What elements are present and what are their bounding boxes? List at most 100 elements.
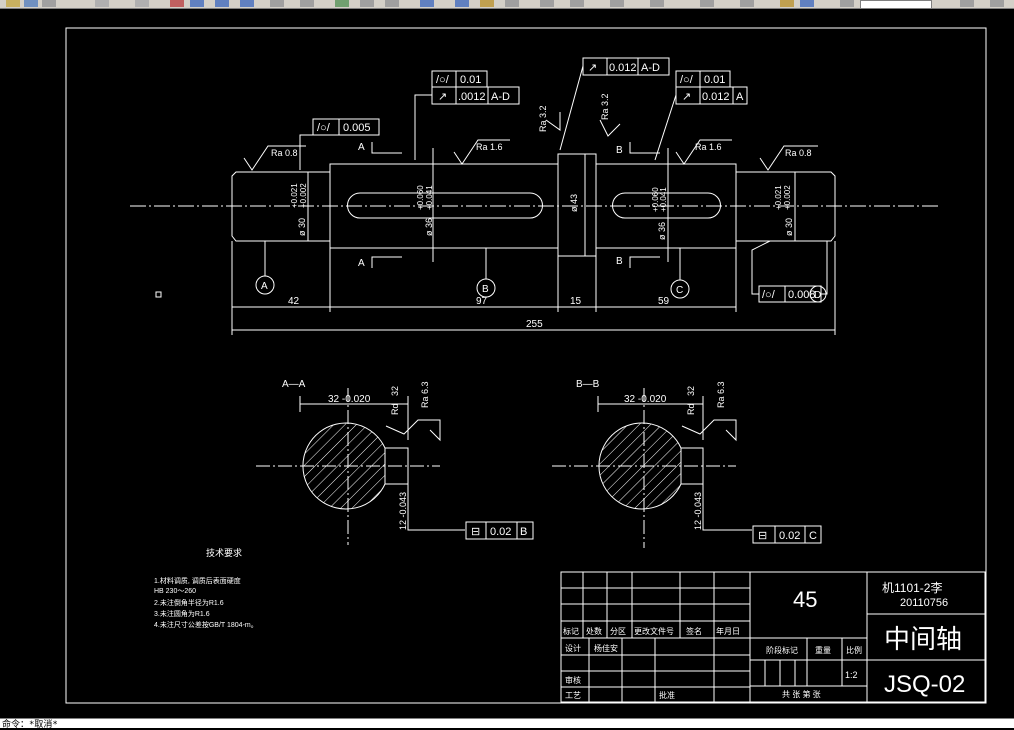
svg-text:1.材料调质, 调质后表面硬度: 1.材料调质, 调质后表面硬度	[154, 576, 241, 585]
shaft-outline	[231, 153, 836, 257]
svg-text:签名: 签名	[686, 626, 702, 636]
tol-right-up: +0.021	[774, 185, 783, 210]
ra-right: Ra 0.8	[785, 148, 812, 158]
approve-label: 批准	[659, 690, 675, 700]
AA-ra63: Ra 6.3	[420, 381, 430, 408]
dim-255: 255	[526, 319, 543, 330]
gdt-texts: /○/ 0.005 /○/ 0.01 ↗ .0012 A-D ↗ 0.012 A…	[317, 62, 816, 301]
svg-text:4.未注尺寸公差按GB/T 1804-m。: 4.未注尺寸公差按GB/T 1804-m。	[154, 620, 258, 629]
AA-keydepth: 12 -0.043	[398, 492, 408, 530]
title-block	[560, 571, 986, 703]
section-AA: A—A 32 -0.020 Rd 32 Ra 6.3 12 -0.043 ⊟ 0…	[256, 379, 534, 545]
tool-button[interactable]	[800, 0, 814, 7]
tol-keyB-low: +0.041	[659, 187, 668, 212]
command-text: 命令：*取消*	[2, 720, 58, 730]
ucs-marker	[155, 291, 162, 298]
material: 45	[793, 587, 817, 612]
dia-left: ø 30	[297, 218, 307, 236]
gdt5-sym: /○/	[762, 289, 776, 301]
tool-button[interactable]	[24, 0, 38, 7]
svg-text:标记: 标记	[563, 626, 579, 636]
tool-button[interactable]	[360, 0, 374, 7]
tool-button[interactable]	[840, 0, 854, 7]
datum-B: B	[482, 284, 489, 295]
BB-keydepth: 12 -0.043	[693, 492, 703, 530]
ra-collar-right: Ra 3.2	[600, 93, 610, 120]
BB-ra63: Ra 6.3	[716, 381, 726, 408]
tool-button[interactable]	[700, 0, 714, 7]
tool-button[interactable]	[740, 0, 754, 7]
weight-label: 重量	[815, 645, 831, 655]
tool-button[interactable]	[480, 0, 494, 7]
tool-button[interactable]	[650, 0, 664, 7]
roughness-symbols	[243, 112, 818, 171]
tool-button[interactable]	[420, 0, 434, 7]
tool-button[interactable]	[215, 0, 229, 7]
section-AA-label: A—A	[282, 379, 306, 390]
tool-button[interactable]	[300, 0, 314, 7]
gdt2b-ref: A-D	[491, 91, 510, 103]
ra-keyA: Ra 1.6	[476, 142, 503, 152]
svg-text:2.未注倒角半径为R1.6: 2.未注倒角半径为R1.6	[154, 598, 224, 607]
tool-button[interactable]	[960, 0, 974, 7]
gdt3-val: 0.012	[609, 62, 637, 74]
tool-button[interactable]	[270, 0, 284, 7]
cut-B-top: B	[616, 145, 623, 156]
tool-button[interactable]	[240, 0, 254, 7]
tol-keyB-up: +0.060	[651, 187, 660, 212]
dia-collar: ø 43	[569, 194, 579, 212]
drawing-code: JSQ-02	[884, 671, 965, 698]
tool-button[interactable]	[135, 0, 149, 7]
datum-D: D	[814, 290, 821, 301]
tool-button[interactable]	[610, 0, 624, 7]
gdt5-val: 0.008	[788, 289, 816, 301]
datum-markers	[255, 241, 827, 303]
toolbar	[0, 0, 1014, 9]
gdt7-val: 0.02	[779, 530, 800, 542]
designer: 杨佳安	[594, 643, 618, 653]
design-label: 设计	[565, 643, 581, 653]
tool-button[interactable]	[505, 0, 519, 7]
gdt2a-val: 0.01	[460, 74, 481, 86]
tool-button[interactable]	[95, 0, 109, 7]
tool-button[interactable]	[335, 0, 349, 7]
tool-button[interactable]	[170, 0, 184, 7]
drawing-canvas[interactable]: 42 97 15 59 255 ø 30 +0.021 +0.002 ø 36 …	[0, 9, 1014, 718]
command-line[interactable]: 命令：*取消*	[0, 718, 1014, 730]
svg-text:分区: 分区	[610, 627, 626, 636]
scale-label: 比例	[846, 645, 862, 655]
tool-button[interactable]	[42, 0, 56, 7]
tool-button[interactable]	[190, 0, 204, 7]
student-number: 20110756	[900, 597, 948, 609]
dim-15: 15	[570, 296, 582, 307]
section-BB: B—B 32 -0.020 Rd 32 Ra 6.3 12 -0.043 ⊟ 0…	[552, 379, 822, 548]
notes-title: 技术要求	[206, 547, 242, 558]
tool-button[interactable]	[6, 0, 20, 7]
stage-label: 阶段标记	[766, 645, 798, 655]
dia-keyA: ø 36	[424, 218, 434, 236]
gdt6-val: 0.02	[490, 526, 511, 538]
datum-A: A	[261, 281, 268, 292]
sheets: 共 张 第 张	[782, 689, 821, 699]
svg-text:32: 32	[686, 386, 696, 396]
tool-button[interactable]	[455, 0, 469, 7]
cut-A-top: A	[358, 142, 365, 153]
dia-keyB: ø 36	[657, 222, 667, 240]
svg-text:⊟: ⊟	[471, 526, 480, 538]
tool-button[interactable]	[990, 0, 1004, 7]
gdt4b-ref: A	[736, 91, 744, 103]
tool-button[interactable]	[570, 0, 584, 7]
layer-dropdown[interactable]	[860, 0, 932, 8]
tool-button[interactable]	[780, 0, 794, 7]
gdt6-ref: B	[520, 526, 527, 538]
gdt4b-sym: ↗	[682, 91, 691, 103]
tool-button[interactable]	[540, 0, 554, 7]
ra-left: Ra 0.8	[271, 148, 298, 158]
svg-text:处数: 处数	[586, 626, 602, 636]
svg-text:⊟: ⊟	[758, 530, 767, 542]
gdt4b-val: 0.012	[702, 91, 730, 103]
tol-keyA-up: +0.060	[416, 185, 425, 210]
tool-button[interactable]	[385, 0, 399, 7]
datum-C: C	[676, 285, 683, 296]
svg-text:3.未注圆角为R1.6: 3.未注圆角为R1.6	[154, 609, 210, 618]
